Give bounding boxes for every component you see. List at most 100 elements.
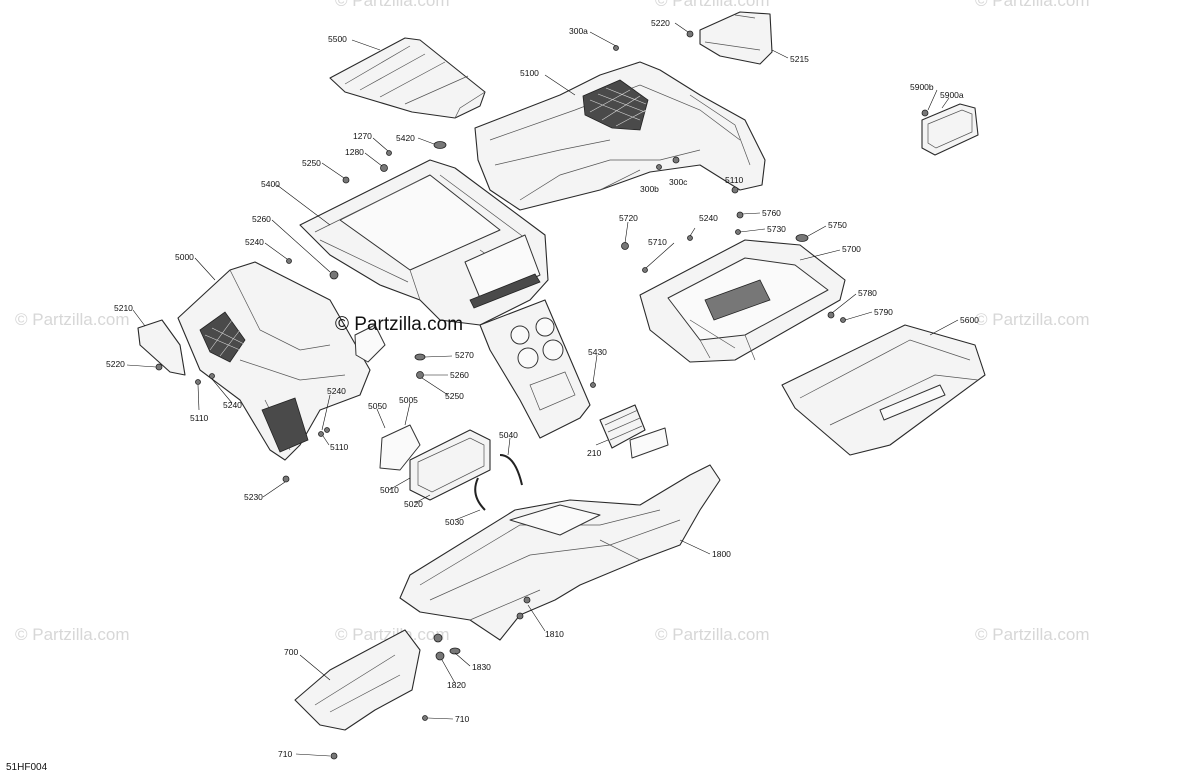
callout-5790: 5790 [874, 307, 893, 317]
fastener-icon [324, 427, 330, 433]
callout-5430: 5430 [588, 347, 607, 357]
watermark-center: © Partzilla.com [335, 314, 463, 335]
watermark-layer: © Partzilla.com © Partzilla.com © Partzi… [15, 0, 1090, 644]
fastener-icon [416, 371, 424, 379]
fastener-icon [523, 596, 531, 604]
callout-1800: 1800 [712, 549, 731, 559]
fastener-icon [329, 270, 339, 280]
fastener-icon [735, 229, 741, 235]
watermark: © Partzilla.com [655, 625, 770, 644]
callout-5500: 5500 [328, 34, 347, 44]
callout-5030: 5030 [445, 517, 464, 527]
callout-5260-top: 5260 [252, 214, 271, 224]
callout-1830: 1830 [472, 662, 491, 672]
callout-1810: 1810 [545, 629, 564, 639]
callout-5230: 5230 [244, 492, 263, 502]
part-5210-corner-cover [137, 319, 186, 376]
callout-5040: 5040 [499, 430, 518, 440]
callout-5720: 5720 [619, 213, 638, 223]
watermark: © Partzilla.com [15, 310, 130, 329]
grommet-icon [433, 141, 447, 149]
callout-1270: 1270 [353, 131, 372, 141]
fastener-icon [282, 475, 290, 483]
fastener-icon [731, 186, 739, 194]
fastener-icon [827, 311, 835, 319]
callout-5900b: 5900b [910, 82, 934, 92]
callout-300a: 300a [569, 26, 588, 36]
callout-5240-left: 5240 [223, 400, 242, 410]
watermark: © Partzilla.com [975, 310, 1090, 329]
callout-210: 210 [587, 448, 601, 458]
fastener-icon [330, 752, 338, 760]
callout-5050: 5050 [368, 401, 387, 411]
callout-5100: 5100 [520, 68, 539, 78]
callout-5240-top: 5240 [245, 237, 264, 247]
grommet-icon [449, 647, 461, 655]
callout-5210: 5210 [114, 303, 133, 313]
fastener-icon [380, 164, 388, 172]
fastener-icon [921, 109, 929, 117]
part-center-console [479, 299, 591, 439]
callout-5000: 5000 [175, 252, 194, 262]
fastener-icon [342, 176, 350, 184]
fastener-icon [386, 150, 392, 156]
callout-1820: 1820 [447, 680, 466, 690]
callout-700: 700 [284, 647, 298, 657]
callout-5730: 5730 [767, 224, 786, 234]
callout-labels: 5500 5100 5215 5220 300a 300b 300c 5900a… [106, 18, 979, 759]
part-5100-front-upper-body [474, 61, 766, 211]
grommet-icon [795, 234, 809, 242]
part-5400-dashboard-frame [299, 159, 549, 326]
fastener-icon [195, 379, 201, 385]
callout-5750: 5750 [828, 220, 847, 230]
part-5900-reflector [921, 103, 979, 156]
callout-300b: 300b [640, 184, 659, 194]
leader-lines [126, 22, 959, 757]
part-5500-hood-panel [329, 37, 486, 119]
watermark: © Partzilla.com [15, 625, 130, 644]
callout-5220: 5220 [651, 18, 670, 28]
callout-5110-top: 5110 [725, 175, 744, 185]
fastener-icon [642, 267, 648, 273]
fastener-icon [318, 431, 324, 437]
callout-5240-right: 5240 [699, 213, 718, 223]
callout-5250-top: 5250 [302, 158, 321, 168]
callout-5020: 5020 [404, 499, 423, 509]
fastener-icon [686, 30, 694, 38]
callout-5010: 5010 [380, 485, 399, 495]
part-5600-right-panel [781, 324, 986, 456]
part-210-vent [599, 404, 669, 459]
fastener-icon [621, 242, 629, 250]
callout-5260-mid: 5260 [450, 370, 469, 380]
fastener-icon [155, 363, 163, 371]
fastener-icon [435, 651, 445, 661]
callout-5270: 5270 [455, 350, 474, 360]
watermark: © Partzilla.com [335, 0, 450, 10]
part-5215-side-cover [699, 11, 773, 65]
part-700-lower-side-cover [294, 629, 421, 731]
grommet-icon [414, 353, 426, 361]
figure-id: 51HF004 [6, 762, 48, 773]
fastener-icon [433, 633, 443, 643]
callout-5110-left: 5110 [190, 413, 209, 423]
fastener-icon [516, 612, 524, 620]
bracket-icon [354, 324, 386, 363]
fastener-icon [286, 258, 292, 264]
fastener-icon [736, 211, 744, 219]
fastener-icon [672, 156, 680, 164]
fastener-icon [590, 382, 596, 388]
callout-5760: 5760 [762, 208, 781, 218]
watermark: © Partzilla.com [335, 625, 450, 644]
callout-1280: 1280 [345, 147, 364, 157]
part-1800-floor-tunnel [399, 464, 721, 641]
callout-5780: 5780 [858, 288, 877, 298]
callout-300c: 300c [669, 177, 688, 187]
fastener-icon [687, 235, 693, 241]
fastener-icon [656, 164, 662, 170]
watermark: © Partzilla.com [655, 0, 770, 10]
callout-5710: 5710 [648, 237, 667, 247]
part-5040-5030-trim-strips [474, 454, 523, 511]
fasteners [155, 30, 929, 760]
callout-5400: 5400 [261, 179, 280, 189]
